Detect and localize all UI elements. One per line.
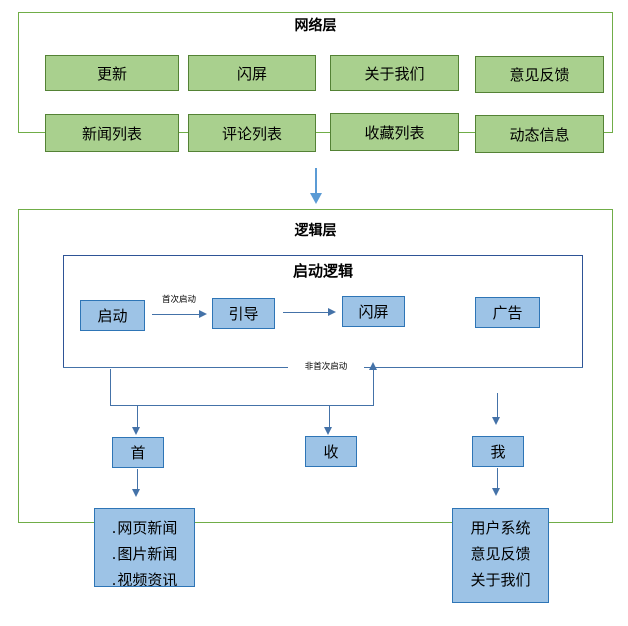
tab-node-home[interactable]: 首 [112, 437, 164, 468]
network-node-comment-list[interactable]: 评论列表 [188, 114, 316, 152]
tab-node-home-label: 首 [130, 444, 146, 462]
network-node-feedback[interactable]: 意见反馈 [475, 56, 604, 93]
edge-home-to-detail-line [137, 469, 139, 491]
edge-guide-to-splash-arrowhead [328, 308, 336, 316]
network-layer-title: 网络层 [294, 18, 337, 34]
mine-detail-line-2: 意见反馈 [470, 545, 531, 563]
tab-drop-fav-arrowhead [324, 427, 332, 435]
network-node-about-us[interactable]: 关于我们 [330, 55, 459, 91]
tab-bus-left-riser [110, 369, 112, 406]
home-detail-box[interactable]: 网页新闻 图片新闻 视频资讯 [94, 508, 195, 587]
network-node-feedback-label: 意见反馈 [509, 66, 570, 84]
edge-guide-to-splash-line [283, 312, 329, 314]
startup-node-ad[interactable]: 广告 [475, 297, 540, 328]
edge-launch-to-guide-arrowhead [199, 310, 207, 318]
logic-layer-title: 逻辑层 [294, 223, 337, 239]
network-node-splash[interactable]: 闪屏 [188, 55, 316, 91]
edge-home-to-detail-arrowhead [132, 489, 140, 497]
mine-detail-line-1: 用户系统 [470, 519, 531, 537]
tab-node-favorites[interactable]: 收 [305, 436, 357, 467]
network-node-splash-label: 闪屏 [236, 64, 267, 83]
network-node-news-list[interactable]: 新闻列表 [45, 114, 179, 152]
logic-layer-container [18, 209, 613, 523]
network-node-update[interactable]: 更新 [45, 55, 179, 91]
edge-splash-return-vertical [373, 369, 375, 406]
edge-mine-to-detail-arrowhead [492, 488, 500, 496]
network-node-update-label: 更新 [96, 64, 127, 83]
startup-node-guide-label: 引导 [228, 305, 259, 323]
network-node-favorite-list-label: 收藏列表 [364, 123, 425, 142]
startup-node-ad-label: 广告 [492, 304, 523, 322]
edge-label-first-launch: 首次启动 [152, 293, 206, 305]
tab-drop-home-arrowhead [132, 427, 140, 435]
startup-node-splash-label: 闪屏 [358, 303, 389, 321]
tab-node-mine-label: 我 [490, 443, 506, 461]
startup-node-guide[interactable]: 引导 [212, 298, 275, 329]
tab-bus-horizontal [110, 405, 374, 407]
mine-detail-box[interactable]: 用户系统 意见反馈 关于我们 [452, 508, 549, 603]
network-node-comment-list-label: 评论列表 [221, 124, 282, 143]
tab-node-mine[interactable]: 我 [472, 436, 524, 467]
tab-drop-fav-line [329, 405, 331, 429]
layer-connector-arrow-shaft [315, 168, 318, 195]
tab-drop-mine-arrowhead [492, 417, 500, 425]
startup-node-splash[interactable]: 闪屏 [342, 296, 405, 327]
tab-drop-mine-line [497, 393, 499, 419]
mine-detail-line-3: 关于我们 [470, 571, 531, 589]
home-detail-line-3: 视频资讯 [95, 567, 194, 586]
startup-node-launch[interactable]: 启动 [80, 300, 145, 331]
layer-connector-arrow-head [310, 193, 322, 204]
tab-node-favorites-label: 收 [323, 443, 339, 461]
home-detail-line-1: 网页新闻 [95, 515, 194, 541]
network-node-dynamic-info-label: 动态信息 [509, 125, 570, 144]
network-node-favorite-list[interactable]: 收藏列表 [330, 113, 459, 151]
edge-not-first-launch-arrowhead [369, 362, 377, 370]
startup-node-launch-label: 启动 [97, 307, 128, 325]
network-node-about-us-label: 关于我们 [364, 64, 425, 83]
edge-label-not-first-launch: 非首次启动 [288, 360, 364, 372]
tab-drop-home-line [137, 405, 139, 429]
network-node-news-list-label: 新闻列表 [81, 124, 142, 143]
edge-launch-to-guide-line [152, 314, 200, 316]
home-detail-line-2: 图片新闻 [95, 541, 194, 567]
edge-mine-to-detail-line [497, 468, 499, 490]
network-node-dynamic-info[interactable]: 动态信息 [475, 115, 604, 153]
startup-logic-title: 启动逻辑 [292, 262, 353, 280]
